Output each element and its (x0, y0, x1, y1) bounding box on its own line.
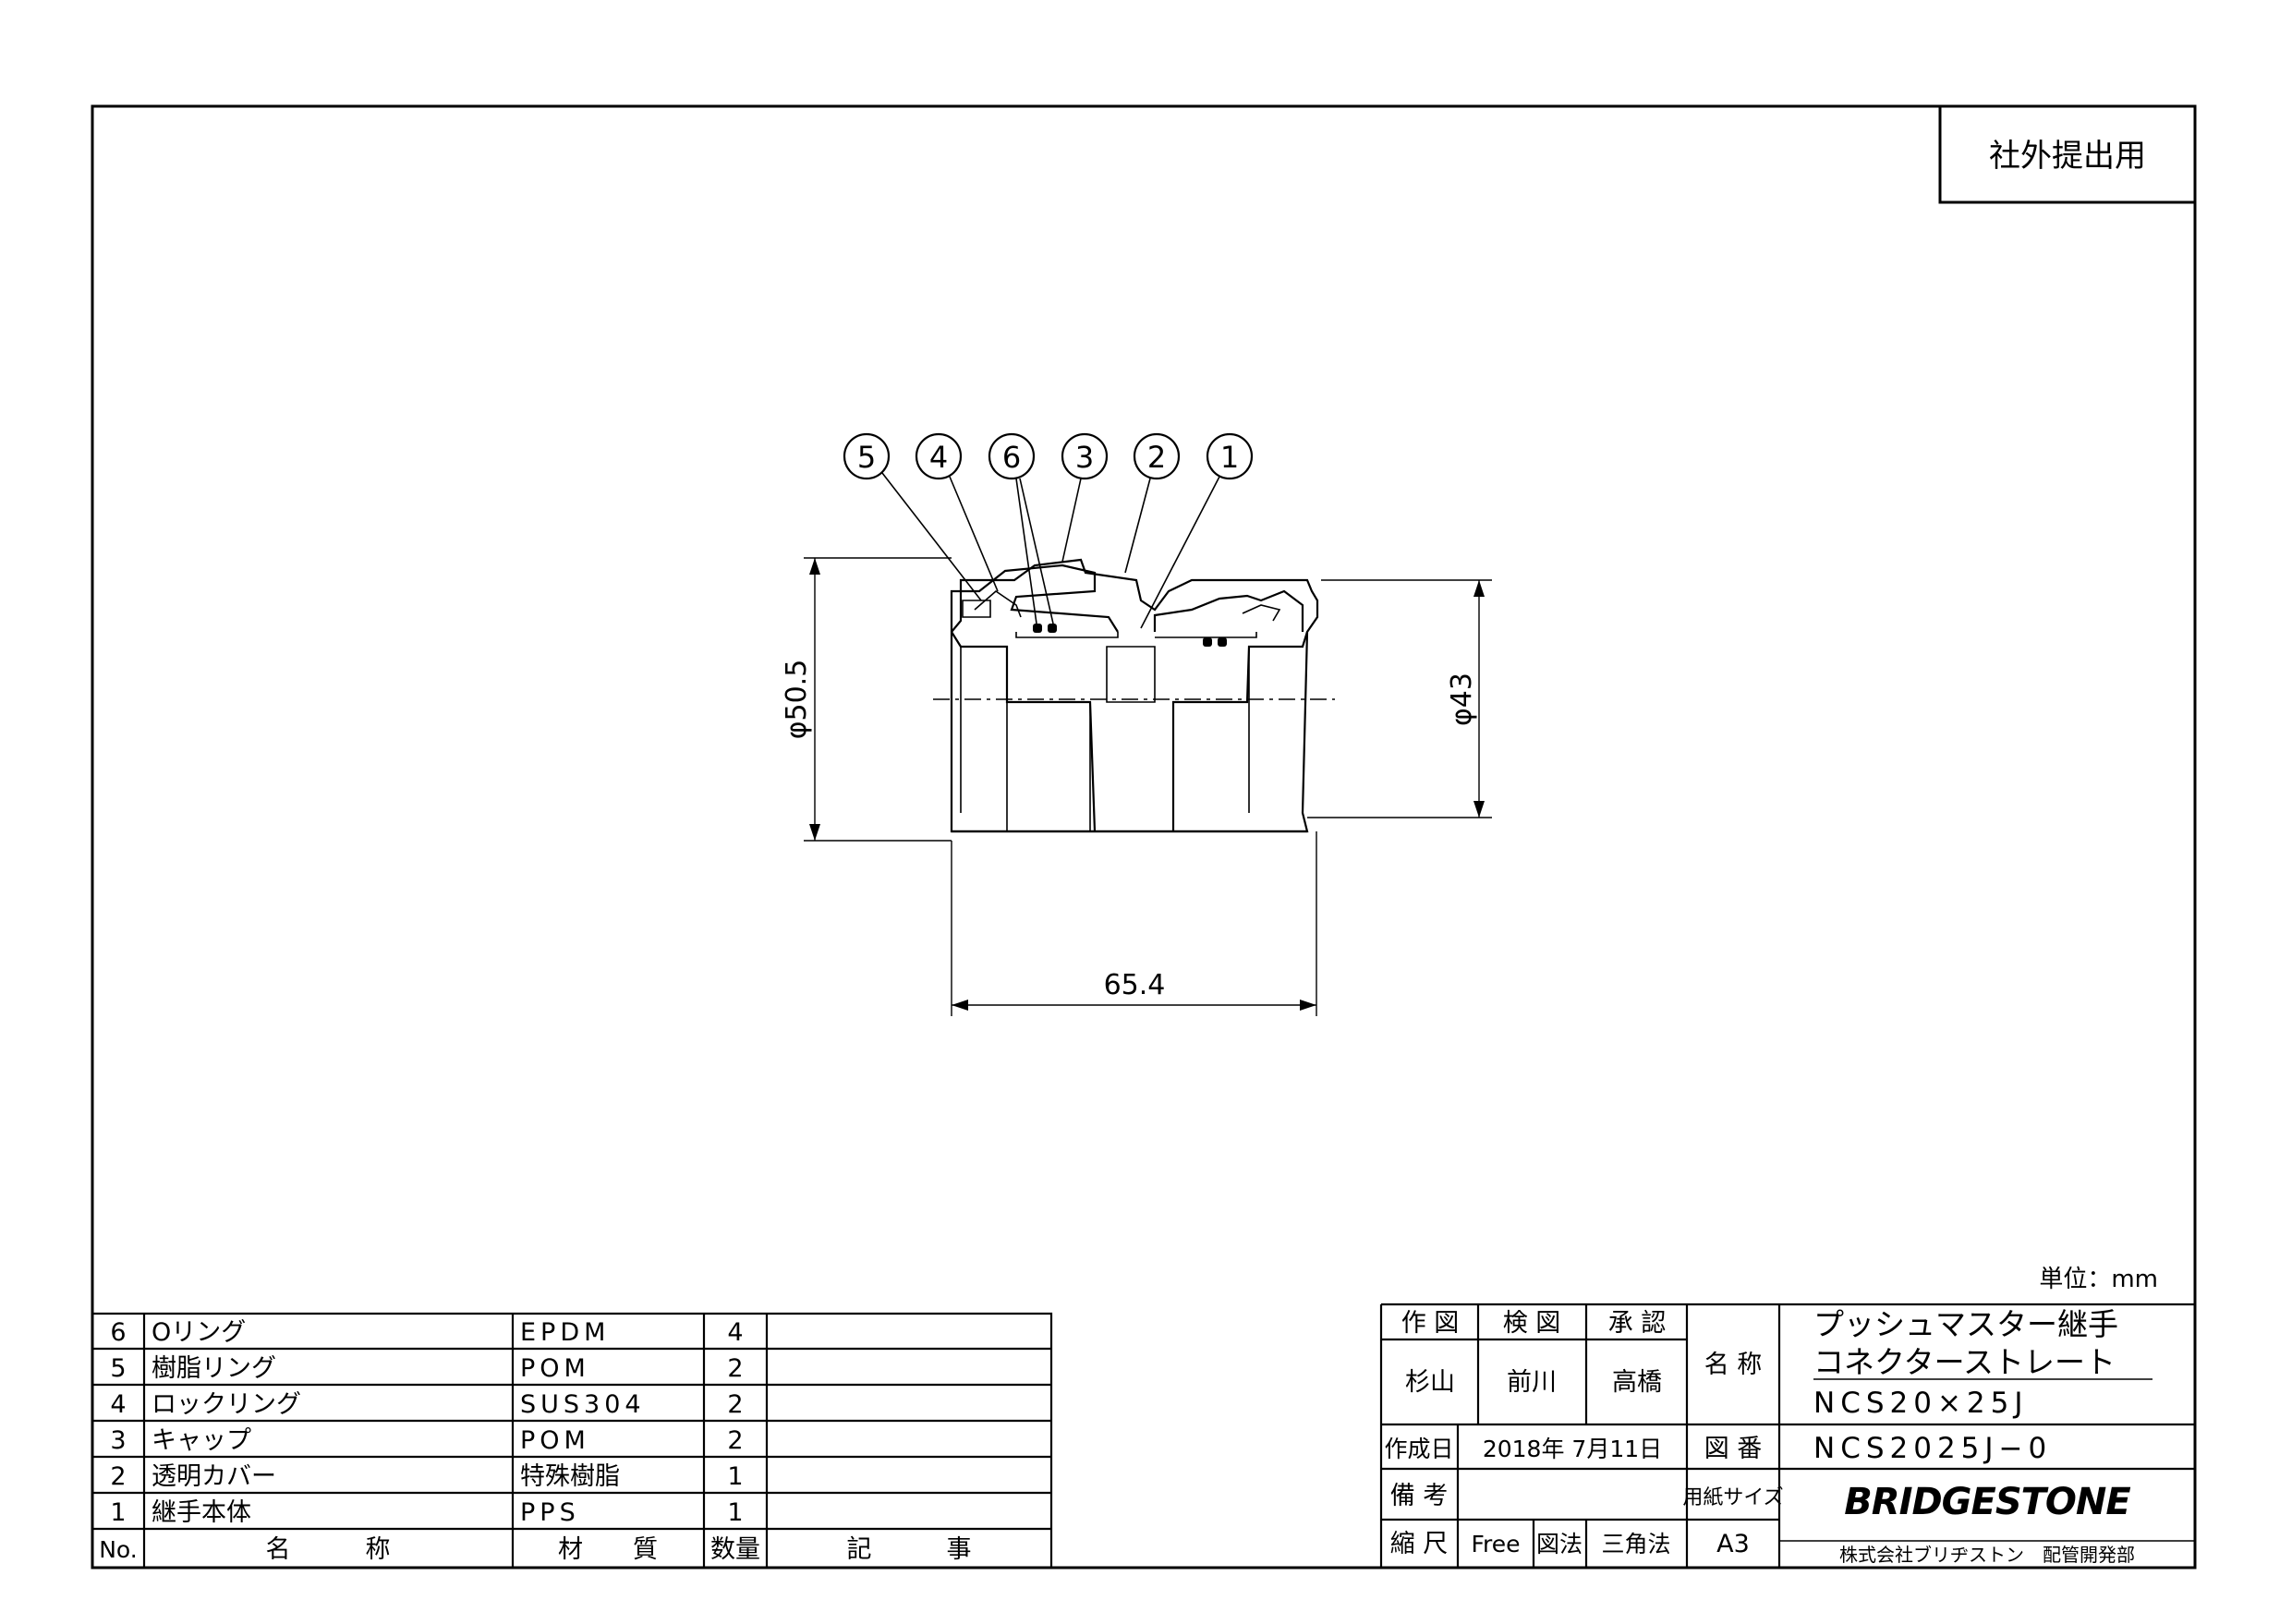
svg-text:4: 4 (727, 1318, 743, 1347)
balloon-2: 2 (1133, 432, 1181, 480)
balloon-5: 5 (843, 432, 891, 480)
parts-row-3: 3 キャップ POM 2 (110, 1426, 743, 1455)
part-balloons: 5 4 6 3 2 1 (843, 432, 1254, 480)
svg-text:1: 1 (110, 1498, 126, 1527)
scale-value: Free (1471, 1531, 1520, 1557)
created-date: 2018年 7月11日 (1483, 1436, 1662, 1462)
svg-text:2: 2 (727, 1390, 743, 1419)
svg-text:2: 2 (1147, 440, 1166, 475)
dim-length-text: 65.4 (1104, 969, 1166, 1001)
stamp-text: 社外提出用 (1989, 138, 2146, 175)
bore-lines (960, 646, 1250, 831)
remarks-label: 備 考 (1390, 1482, 1449, 1510)
parts-row-1: 1 継手本体 PPS 1 (110, 1498, 743, 1527)
svg-text:POM: POM (520, 1354, 590, 1383)
svg-text:2: 2 (727, 1426, 743, 1455)
dimension-length: 65.4 (951, 831, 1317, 1016)
projection-value: 三角法 (1601, 1531, 1670, 1557)
scale-label: 縮 尺 (1390, 1530, 1449, 1558)
svg-text:1: 1 (1220, 440, 1239, 475)
sheet-frame (91, 104, 2197, 1569)
svg-text:2: 2 (110, 1462, 126, 1491)
svg-text:Oリング: Oリング (152, 1318, 246, 1347)
svg-text:透明カバー: 透明カバー (152, 1462, 276, 1491)
svg-text:1: 1 (727, 1498, 743, 1527)
parts-row-2: 2 透明カバー 特殊樹脂 1 (110, 1462, 743, 1491)
svg-text:6: 6 (1002, 440, 1021, 475)
svg-text:EPDM: EPDM (520, 1318, 610, 1347)
dimension-outer-diameter: φ50.5 (781, 557, 952, 842)
balloon-4: 4 (915, 432, 963, 480)
created-label: 作成日 (1384, 1436, 1453, 1462)
svg-text:POM: POM (520, 1426, 590, 1455)
bridgestone-logo: BRIDGESTONE (1844, 1481, 2130, 1523)
svg-text:材 質: 材 質 (558, 1535, 658, 1564)
o-rings (1033, 624, 1227, 647)
drawn-by: 杉山 (1405, 1368, 1455, 1397)
svg-text:3: 3 (110, 1426, 126, 1455)
parts-row-4: 4 ロックリング SUS304 2 (110, 1390, 743, 1419)
drawing-number: NCS2025J−0 (1813, 1432, 2052, 1465)
check-label: 検 図 (1503, 1309, 1561, 1338)
approve-label: 承 認 (1608, 1309, 1667, 1338)
svg-text:樹脂リング: 樹脂リング (152, 1354, 276, 1383)
paper-size-value: A3 (1716, 1530, 1750, 1558)
checked-by: 前川 (1507, 1368, 1557, 1397)
svg-text:No.: No. (99, 1536, 138, 1563)
svg-text:ロックリング: ロックリング (152, 1390, 301, 1419)
svg-text:1: 1 (727, 1462, 743, 1491)
cap-right (1153, 589, 1304, 632)
svg-text:2: 2 (727, 1354, 743, 1383)
leader-lines (881, 472, 1220, 629)
svg-text:特殊樹脂: 特殊樹脂 (520, 1462, 620, 1491)
svg-text:PPS: PPS (520, 1498, 580, 1527)
external-submission-stamp: 社外提出用 (1938, 106, 2195, 204)
drawing-no-label: 図 番 (1704, 1435, 1763, 1463)
svg-text:6: 6 (110, 1318, 126, 1347)
balloon-1: 1 (1206, 432, 1254, 480)
projection-label: 図法 (1536, 1531, 1583, 1557)
product-name-line1: プッシュマスター継手 (1813, 1306, 2118, 1342)
parts-header-row: No. 名 称 材 質 数量 記 事 (99, 1535, 971, 1564)
lock-ring-right (1242, 604, 1281, 622)
dimension-end-diameter: φ43 (1307, 579, 1492, 818)
svg-text:記 事: 記 事 (847, 1535, 972, 1564)
product-name-line3: NCS20×25J (1813, 1387, 2029, 1420)
bore-profile (951, 631, 1309, 832)
inner-sleeve (1015, 632, 1119, 638)
svg-text:4: 4 (929, 440, 948, 475)
title-block: 作 図 検 図 承 認 杉山 前川 高橋 名 称 プッシュマスター継手 コネクタ… (1379, 1303, 2195, 1568)
cap-left (950, 564, 1119, 633)
fitting-section-drawing: 5 4 6 3 2 1 φ50.5 (781, 432, 1492, 1016)
svg-text:名 称: 名 称 (266, 1535, 391, 1564)
approved-by: 高橋 (1612, 1368, 1662, 1397)
company-name: 株式会社ブリヂストン 配管開発部 (1839, 1544, 2135, 1566)
svg-text:4: 4 (110, 1390, 126, 1419)
dim-outer-dia-text: φ50.5 (781, 660, 813, 740)
svg-text:継手本体: 継手本体 (152, 1498, 251, 1527)
svg-text:3: 3 (1075, 440, 1094, 475)
svg-text:数量: 数量 (710, 1535, 760, 1564)
lock-ring-left (974, 589, 1022, 618)
dim-end-dia-text: φ43 (1446, 673, 1478, 726)
unit-label: 単位：mm (2039, 1266, 2158, 1293)
svg-text:SUS304: SUS304 (520, 1390, 646, 1419)
balloon-3: 3 (1061, 432, 1109, 480)
fitting-outline (950, 558, 1319, 833)
inner-sleeve-right (1155, 632, 1257, 638)
product-name-line2: コネクターストレート (1813, 1344, 2116, 1380)
paper-size-label: 用紙サイズ (1682, 1486, 1783, 1509)
svg-text:5: 5 (857, 440, 876, 475)
drawn-label: 作 図 (1401, 1309, 1460, 1338)
name-label: 名 称 (1704, 1351, 1763, 1379)
parts-row-5: 5 樹脂リング POM 2 (110, 1354, 743, 1383)
balloon-6: 6 (988, 432, 1036, 480)
svg-text:キャップ: キャップ (152, 1426, 251, 1455)
parts-row-6: 6 Oリング EPDM 4 (110, 1318, 743, 1347)
svg-text:5: 5 (110, 1354, 126, 1383)
parts-list-table: 6 Oリング EPDM 4 5 樹脂リング POM 2 4 ロックリング SUS… (92, 1312, 1053, 1568)
